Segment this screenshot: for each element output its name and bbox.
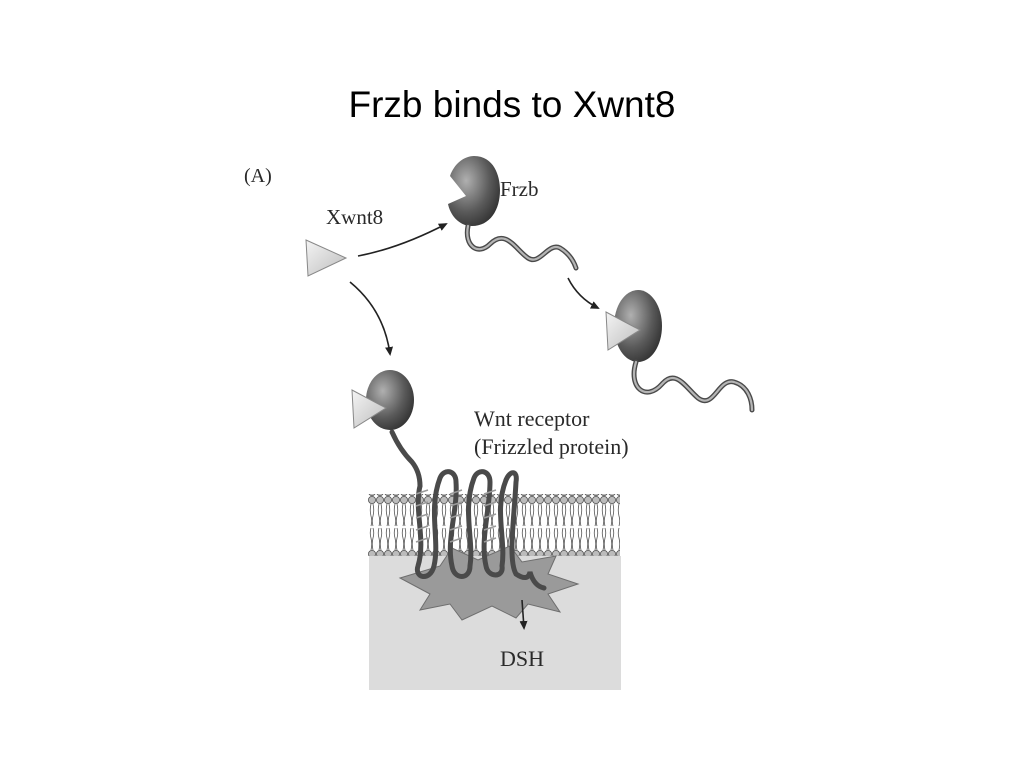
frzb-xwnt8-complex <box>605 290 755 413</box>
dsh-label: DSH <box>500 646 544 671</box>
receptor-label-line2: (Frizzled protein) <box>474 434 629 459</box>
arrow-to-frzb <box>357 223 448 257</box>
activation-burst <box>398 545 580 621</box>
slide-title: Frzb binds to Xwnt8 <box>348 84 676 125</box>
receptor-bound-complex <box>351 370 414 430</box>
cell-membrane <box>368 494 620 556</box>
frizzled-receptor <box>389 429 547 591</box>
arrow-to-frzb-complex <box>567 277 600 309</box>
frzb-protein <box>448 156 579 271</box>
xwnt8-ligand <box>305 239 348 277</box>
receptor-helix-stripes <box>415 489 497 543</box>
receptor-label-line1: Wnt receptor <box>474 406 590 431</box>
panel-label: (A) <box>244 165 272 187</box>
arrow-to-dsh <box>519 599 528 630</box>
xwnt8-label: Xwnt8 <box>326 205 383 229</box>
arrow-to-receptor <box>349 281 394 356</box>
frzb-label: Frzb <box>500 177 539 201</box>
